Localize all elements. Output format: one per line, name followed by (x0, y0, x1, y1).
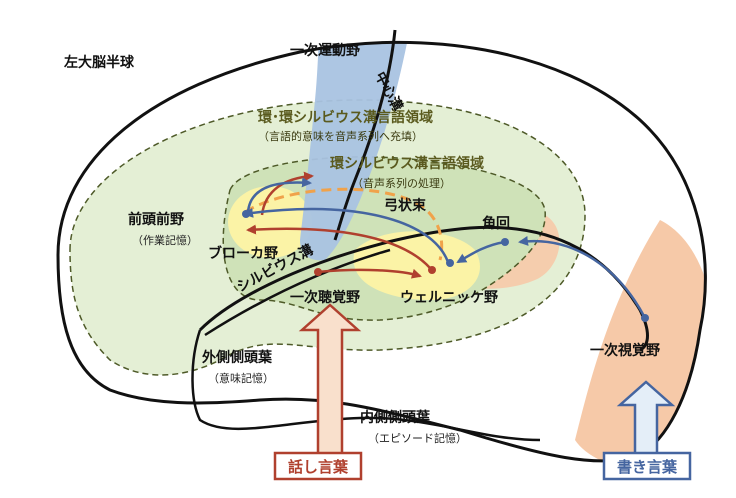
sylvian-language-sub-label: （音声系列の処理） (352, 176, 451, 190)
sylvian-language-label: 環シルビウス溝言語領域 (330, 155, 484, 172)
brain-outline (56, 40, 707, 463)
blue-node-wernicke (446, 259, 454, 267)
temporal-lower-outline (191, 329, 541, 442)
hemisphere-label: 左大脳半球 (63, 54, 135, 71)
arcuate-label: 弓状束 (384, 197, 427, 214)
lateral-temporal-label: 外側側頭葉 (202, 349, 273, 366)
blue-arrow-broca-to-motor (246, 177, 312, 213)
spoken-language-box (273, 451, 363, 481)
written-language-label: 書き言葉 (617, 458, 678, 476)
angular-gyrus-label: 角回 (482, 215, 510, 232)
blue-node-visual (641, 314, 649, 322)
prefrontal-sub-label: （作業記憶） (132, 233, 198, 247)
motor-cortex-label: 一次運動野 (290, 42, 360, 59)
medial-temporal-label: 内側側頭葉 (360, 409, 431, 426)
motor-cortex (300, 42, 410, 261)
written-input-arrow (616, 380, 676, 457)
spoken-input-arrow (298, 303, 362, 457)
blue-arrow-angular-to-wernicke (456, 240, 506, 264)
perisylvian-label: 環･環シルビウス溝言語領域 (258, 109, 433, 126)
spoken-language-label: 話し言葉 (288, 458, 349, 476)
visual-cortex-label: 一次視覚野 (590, 342, 660, 359)
broca-label: ブローカ野 (208, 245, 278, 262)
blue-arrow-visual-to-angular (518, 236, 647, 319)
wernicke-area-fill (353, 231, 480, 300)
red-arrow-wernicke-to-broca (246, 224, 431, 269)
perisylvian-sub-label: （言語的意味を音声系列へ充填） (258, 129, 423, 143)
auditory-label: 一次聴覚野 (290, 289, 360, 306)
blue-node-broca (242, 210, 250, 218)
central-sulcus-line (333, 29, 397, 241)
prefrontal-label: 前頭前野 (128, 211, 184, 228)
wernicke-label: ウェルニッケ野 (400, 290, 498, 306)
written-language-box (602, 451, 692, 481)
red-arrow-broca-to-motor (260, 171, 314, 216)
arcuate-fasciculus (244, 187, 444, 261)
red-node-auditory (314, 268, 322, 276)
sylvian-fissure-line (204, 248, 391, 337)
lateral-temporal-sub-label: （意味記憶） (208, 371, 274, 385)
medial-temporal-sub-label: （エピソード記憶） (368, 431, 467, 445)
blue-arrow-wernicke-to-broca (243, 207, 450, 263)
blue-node-angular (501, 238, 509, 246)
red-node-wernicke (428, 266, 436, 274)
red-arrow-auditory-to-wernicke (317, 268, 422, 279)
